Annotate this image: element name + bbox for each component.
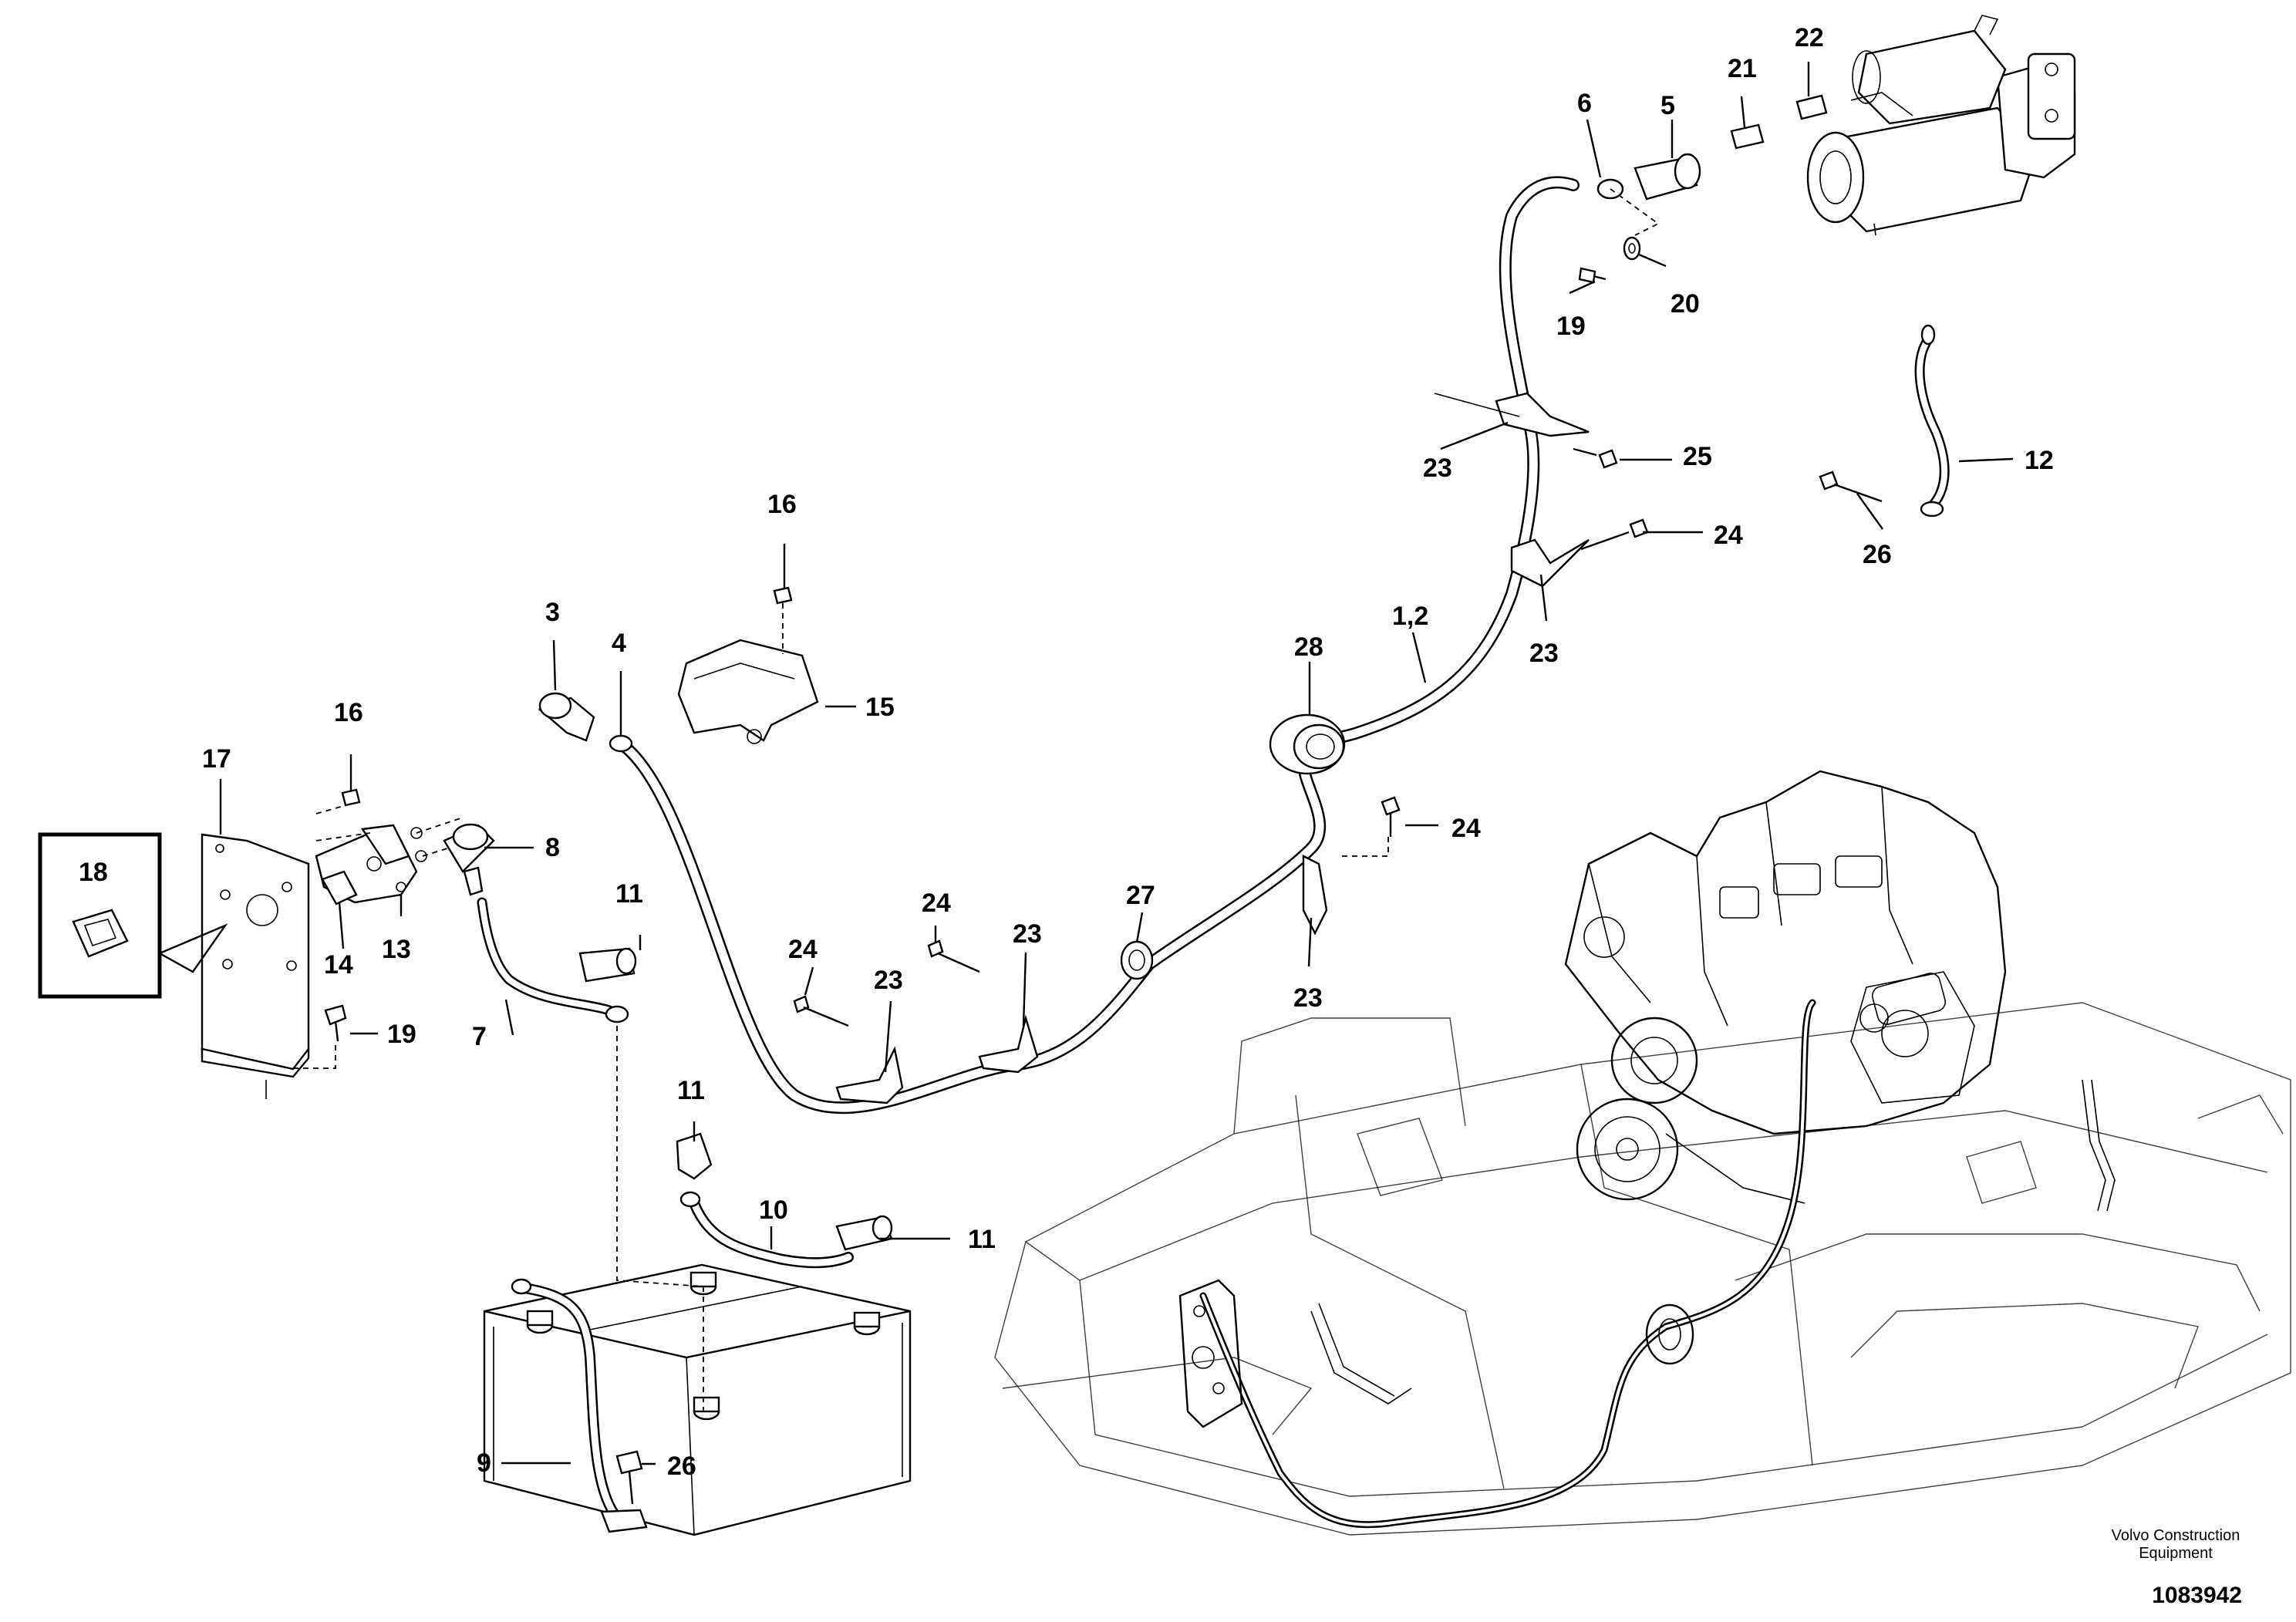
bolt-24-middle — [1381, 796, 1401, 837]
bolt-24-far-left — [793, 995, 849, 1027]
callout-labels: 1,2 3 4 5 6 7 8 9 10 11 11 11 12 13 14 1… — [79, 23, 2054, 1481]
assembly-line-switch — [416, 817, 464, 857]
bolt-26-right — [1819, 470, 1883, 503]
callout-24-center: 24 — [922, 889, 951, 918]
cable-10 — [679, 1191, 854, 1269]
callout-11-middle: 11 — [677, 1076, 705, 1105]
assembly-line-16 — [315, 803, 371, 841]
callout-5: 5 — [1660, 91, 1675, 120]
callout-22: 22 — [1795, 23, 1824, 52]
callout-19-starter: 19 — [1556, 312, 1586, 341]
bolt-19-starter — [1578, 267, 1607, 284]
callout-18: 18 — [79, 858, 108, 887]
callout-16-top: 16 — [767, 490, 797, 519]
cable-9 — [511, 1278, 648, 1533]
callout-24-left: 24 — [788, 935, 818, 964]
callout-9: 9 — [477, 1448, 491, 1478]
clamp-11-middle — [676, 1132, 713, 1180]
grommet-28 — [1269, 713, 1346, 775]
leader-lines — [219, 62, 2014, 1465]
grommet-27 — [1120, 940, 1154, 980]
assembly-line-battery — [616, 1026, 704, 1411]
callout-16-left: 16 — [334, 698, 363, 727]
terminal-boot-5 — [1633, 153, 1701, 201]
callout-23-lower: 23 — [1293, 983, 1323, 1013]
callout-10: 10 — [759, 1195, 788, 1225]
starter-motor — [1806, 15, 2076, 236]
callout-15: 15 — [865, 693, 895, 722]
callout-11-upper: 11 — [615, 879, 643, 909]
clamp-11-upper — [578, 947, 637, 983]
bolt-16-top — [773, 586, 793, 605]
terminal-boot-3 — [538, 692, 595, 742]
bolt-25 — [1573, 447, 1618, 469]
sleeve-22 — [1795, 94, 1828, 120]
callout-21: 21 — [1728, 54, 1757, 83]
terminal-boot-8 — [443, 823, 495, 896]
callout-19-left: 19 — [387, 1020, 416, 1049]
bolt-19-left — [324, 1004, 347, 1042]
callout-24-upper-right: 24 — [1714, 521, 1743, 550]
assembly-line-24 — [1342, 837, 1389, 857]
callout-23-left: 23 — [874, 966, 903, 995]
batteries — [483, 1263, 912, 1536]
callout-1-2: 1,2 — [1392, 602, 1428, 631]
bracket-17 — [201, 833, 310, 1099]
callout-3: 3 — [545, 598, 560, 627]
assembly-line-19 — [293, 1041, 336, 1069]
sleeve-21 — [1730, 123, 1765, 150]
installed-harness — [1178, 973, 2116, 1529]
callout-4: 4 — [612, 629, 626, 658]
callout-26-right: 26 — [1863, 540, 1892, 569]
callout-27: 27 — [1126, 881, 1155, 910]
engine-block — [1564, 770, 2007, 1204]
clamp-11-right — [835, 1215, 893, 1251]
callout-23-upper: 23 — [1423, 454, 1452, 483]
bolt-24-left — [927, 939, 980, 973]
switch-key-14 — [321, 870, 358, 905]
callout-17: 17 — [202, 744, 231, 774]
machine-frame — [994, 1002, 2291, 1536]
main-cable-1-2 — [609, 176, 1624, 1114]
callout-28: 28 — [1294, 632, 1323, 662]
callout-13: 13 — [382, 935, 411, 964]
callout-11-right: 11 — [968, 1225, 996, 1254]
callout-24-middle: 24 — [1451, 814, 1481, 843]
cable-12 — [1914, 324, 1950, 518]
washer-20 — [1623, 236, 1641, 261]
callout-12: 12 — [2025, 446, 2054, 475]
callout-8: 8 — [545, 833, 560, 862]
callout-14: 14 — [324, 950, 353, 980]
bolt-24-upper — [1580, 518, 1649, 551]
drawing-number: 1083942 — [2152, 1583, 2242, 1608]
callout-20: 20 — [1671, 289, 1700, 319]
cable-clips-23 — [835, 392, 1590, 1104]
callout-23-mid-right: 23 — [1529, 639, 1559, 668]
callout-25: 25 — [1683, 442, 1712, 471]
callout-7: 7 — [472, 1022, 487, 1051]
cable-7 — [477, 897, 629, 1023]
callout-26-battery: 26 — [667, 1452, 696, 1481]
callout-23-center: 23 — [1013, 919, 1042, 949]
bolt-16-left — [341, 788, 361, 807]
callout-6: 6 — [1577, 89, 1592, 118]
cover-15 — [677, 639, 819, 744]
detail-inset-18 — [38, 832, 228, 999]
manufacturer-credit: Volvo Construction Equipment — [2111, 1527, 2240, 1562]
bolt-26-battery — [615, 1450, 643, 1505]
